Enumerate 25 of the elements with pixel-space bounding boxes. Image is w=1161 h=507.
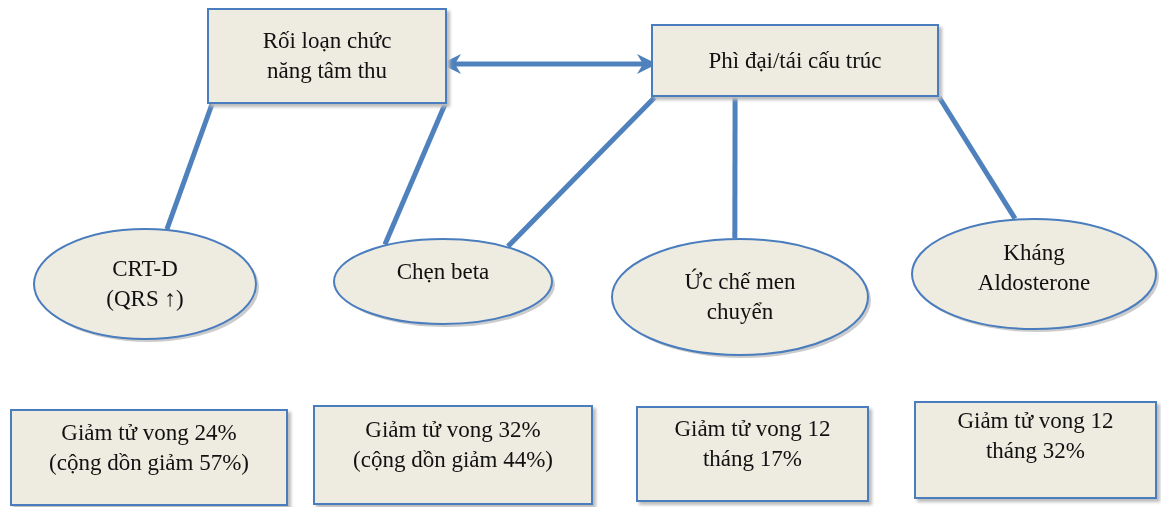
node-label: Kháng Aldosterone: [976, 239, 1092, 297]
ellipse-node: [33, 228, 257, 340]
ellipse-node: [911, 218, 1157, 330]
node-label: Phì đại/tái cấu trúc: [707, 46, 883, 75]
text-box: [651, 24, 939, 97]
text-box: [207, 8, 447, 104]
text-box: [10, 409, 288, 506]
connector-line: [382, 103, 448, 246]
connector-line: [732, 97, 738, 239]
text-box: [636, 406, 869, 502]
node-label: Giảm tử vong 24% (cộng dồn giảm 57%): [48, 418, 250, 477]
node-label: Giảm tử vong 12 tháng 17%: [673, 415, 832, 473]
node-label: Rối loạn chức năng tâm thu: [261, 27, 393, 85]
text-box: [313, 405, 593, 505]
ellipse-node: [333, 238, 553, 325]
connector-line: [506, 95, 657, 249]
node-label: Giảm tử vong 32% (cộng dồn giảm 44%): [352, 416, 554, 474]
node-label: Chẹn beta: [395, 257, 491, 286]
node-label: CRT-D (QRS ↑): [105, 255, 185, 313]
node-label: Giảm tử vong 12 tháng 32%: [956, 407, 1115, 465]
ellipse-node: [611, 238, 869, 356]
connector-line: [164, 103, 215, 230]
connector-line: [936, 95, 1018, 220]
node-label: Ức chế men chuyển: [683, 267, 797, 326]
text-box: [914, 401, 1157, 499]
